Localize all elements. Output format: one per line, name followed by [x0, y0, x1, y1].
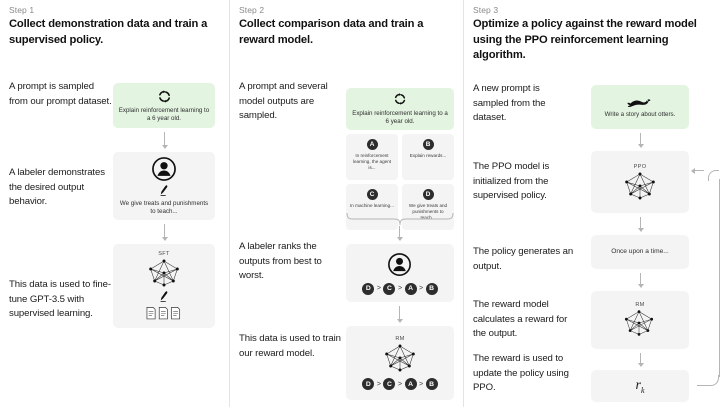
badge-d: D [422, 189, 434, 200]
step-label-2: Step 2 [239, 5, 265, 15]
output-option-c[interactable]: C In machine learning... [346, 184, 398, 230]
caption-3-3: The policy generates an output. [473, 246, 574, 272]
arrow-1-2 [161, 224, 168, 241]
output-option-a[interactable]: A In reinforcement learning, the agent i… [346, 134, 398, 180]
caption-3-4: The reward model calculates a reward for… [473, 299, 568, 339]
ranking-row-labeler: D > C > A > B [362, 282, 438, 295]
arrow-2-2 [396, 306, 403, 323]
pen-icon [159, 290, 169, 303]
panel-prompt-2: Explain reinforcement learning to a 6 ye… [346, 88, 454, 130]
pen-icon [159, 184, 169, 197]
panel-prompt-3-text: Write a story about otters. [604, 111, 676, 118]
brace-group [346, 212, 454, 231]
column-step-2: Step 2 Collect comparison data and train… [229, 0, 463, 407]
rank-sep-2: > [397, 285, 403, 292]
neural-net-icon [144, 258, 184, 288]
step-label-1: Step 1 [9, 5, 35, 15]
panel-labeler-2: D > C > A > B [346, 244, 454, 302]
panel-rm-3-tag: RM [635, 301, 645, 308]
caption-3-1: A new prompt is sampled from the dataset… [473, 83, 546, 123]
rank-2: C [383, 378, 396, 390]
panel-rm-2-tag: RM [395, 336, 405, 342]
panel-rm-2: RM [346, 326, 454, 400]
caption-2-3: This data is used to train our reward mo… [239, 333, 341, 359]
step-title-3: Optimize a policy against the reward mod… [473, 18, 697, 61]
caption-2-1: A prompt and several model outputs are s… [239, 81, 328, 121]
rank-2: C [383, 282, 396, 295]
caption-1-1: A prompt is sampled from our prompt data… [9, 81, 112, 107]
panel-ppo-tag: PPO [633, 163, 647, 170]
panel-prompt-2-text: Explain reinforcement learning to a 6 ye… [352, 110, 448, 125]
person-icon [151, 156, 177, 182]
caption-1-2: A labeler demonstrates the desired outpu… [9, 167, 105, 207]
caption-3-5: The reward is used to update the policy … [473, 353, 569, 393]
caption-2-2: A labeler ranks the outputs from best to… [239, 241, 322, 281]
rank-3: A [404, 378, 417, 390]
caption-1-3: This data is used to fine-tune GPT-3.5 w… [9, 279, 111, 319]
output-option-a-text: In reinforcement learning, the agent is.… [352, 153, 392, 170]
panel-output: Once upon a time... [591, 235, 689, 269]
panel-rm-3: RM [591, 291, 689, 349]
neural-net-icon [380, 343, 420, 373]
arrow-3-1 [637, 133, 644, 148]
panel-prompt-1-text: Explain reinforcement learning to a 6 ye… [118, 106, 210, 122]
badge-c: C [366, 189, 378, 200]
step-title-2: Collect comparison data and train a rewa… [239, 18, 424, 46]
badge-a: A [366, 139, 378, 150]
rank-sep-1: > [376, 285, 381, 292]
reward-formula: rk [635, 377, 645, 395]
caption-3-2: The PPO model is initialized from the su… [473, 161, 550, 201]
rank-4: B [425, 282, 438, 295]
panel-output-text: Once upon a time... [611, 248, 669, 255]
panel-sft: SFT [113, 244, 215, 328]
rank-4: B [425, 378, 438, 390]
rank-sep-2: > [397, 380, 403, 388]
otter-icon [627, 95, 653, 108]
model-outputs-grid: A In reinforcement learning, the agent i… [346, 134, 454, 230]
ranking-row-rm: D > C > A > B [362, 378, 438, 390]
column-step-1: Step 1 Collect demonstration data and tr… [0, 0, 229, 407]
panel-labeler-1: We give treats and punishments to teach.… [113, 152, 215, 220]
badge-b: B [422, 139, 434, 150]
rank-sep-3: > [419, 380, 424, 388]
neural-net-icon [620, 309, 660, 339]
arrow-3-4 [637, 353, 644, 367]
feedback-loop-arrow [689, 167, 720, 386]
output-option-b[interactable]: B Explain rewards... [402, 134, 454, 180]
output-option-d-text: We give treats and punishments to teach.… [408, 203, 448, 220]
refresh-icon [393, 92, 408, 107]
rank-3: A [404, 282, 417, 295]
arrow-3-2 [637, 217, 644, 232]
documents-icon [145, 306, 183, 321]
output-option-c-text: In machine learning... [350, 203, 394, 208]
arrow-1-1 [161, 132, 168, 149]
output-option-b-text: Explain rewards... [409, 153, 447, 158]
person-icon [387, 252, 413, 278]
panel-prompt-3: Write a story about otters. [591, 85, 689, 129]
arrow-2-1 [396, 226, 403, 241]
panel-prompt-1: Explain reinforcement learning to a 6 ye… [113, 83, 215, 128]
output-option-d[interactable]: D We give treats and punishments to teac… [402, 184, 454, 230]
rank-1: D [362, 378, 375, 390]
panel-sft-tag: SFT [158, 251, 170, 257]
rank-sep-3: > [419, 285, 424, 292]
refresh-icon [157, 89, 172, 104]
panel-ppo: PPO [591, 151, 689, 213]
step-label-3: Step 3 [473, 5, 499, 15]
column-step-3: Step 3 Optimize a policy against the rew… [463, 0, 720, 407]
arrow-3-3 [637, 273, 644, 288]
neural-net-icon [620, 171, 660, 201]
rank-sep-1: > [376, 380, 381, 388]
panel-labeler-1-text: We give treats and punishments to teach.… [119, 200, 209, 215]
panel-reward: rk [591, 370, 689, 402]
step-title-1: Collect demonstration data and train a s… [9, 18, 208, 46]
rank-1: D [362, 282, 375, 295]
